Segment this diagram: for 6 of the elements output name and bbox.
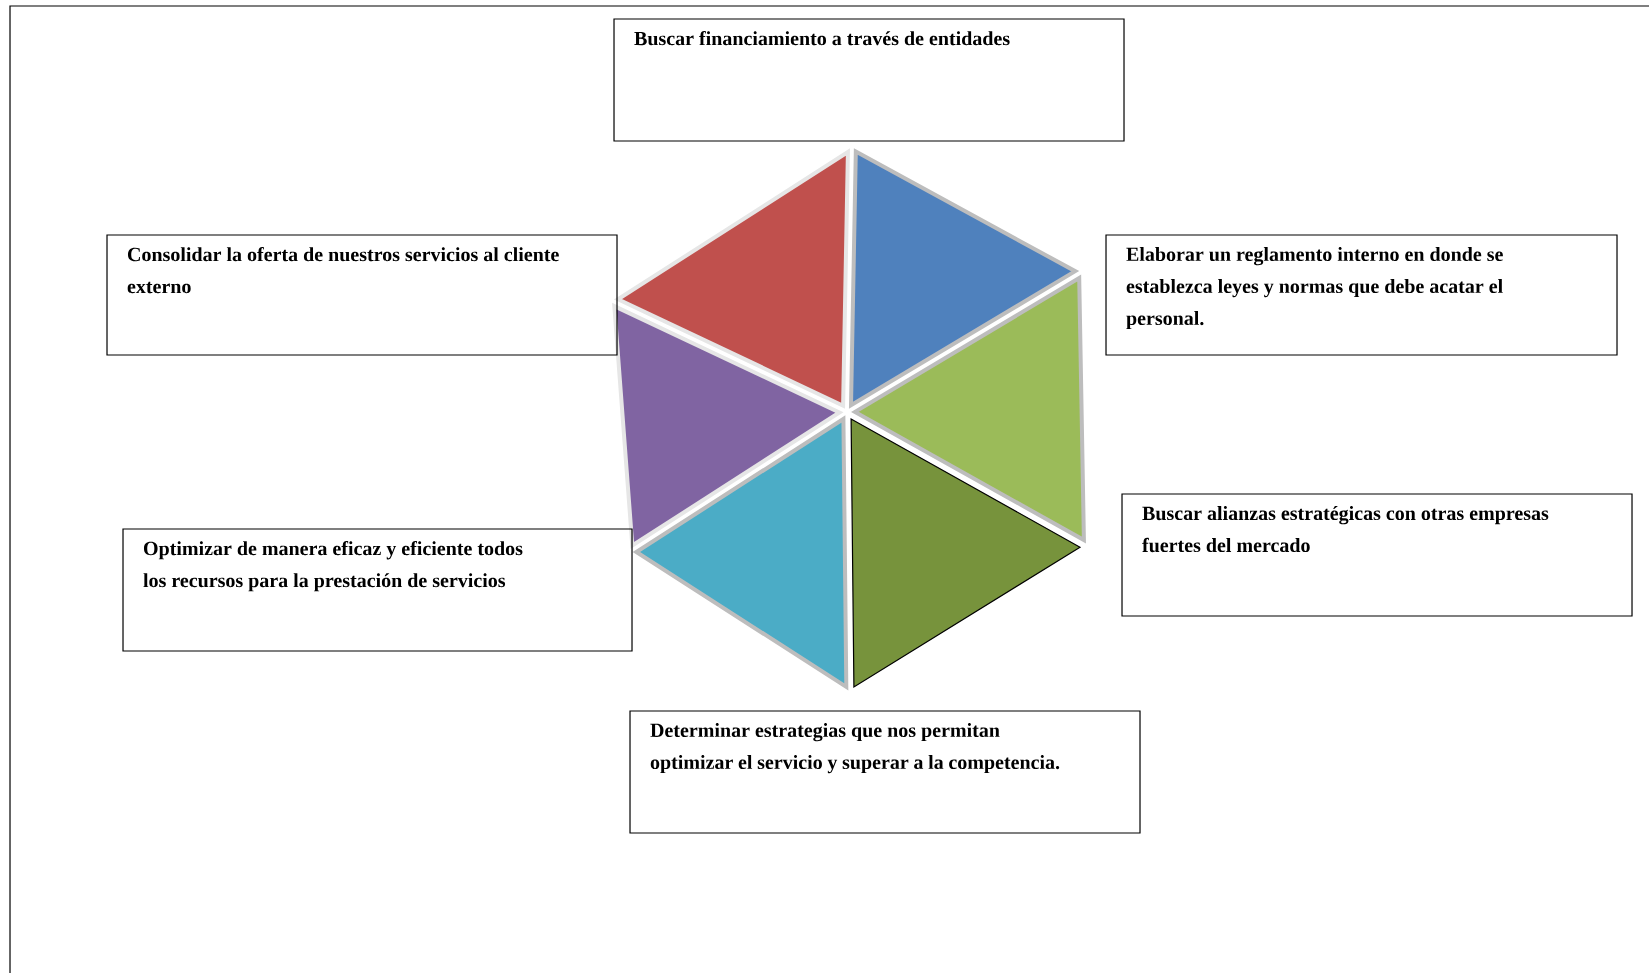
text-box: Elaborar un reglamento interno en donde se establezca leyes y normas que debe acatar el personal.	[1105, 234, 1618, 356]
text-box: Consolidar la oferta de nuestros servicios al cliente externo	[106, 234, 618, 356]
text-box: Buscar financiamiento a través de entidades	[613, 18, 1125, 142]
text-box: Buscar alianzas estratégicas con otras empresas fuertes del mercado	[1121, 493, 1633, 617]
text-box: Optimizar de manera eficaz y eficiente todos los recursos para la prestación de servicios	[122, 528, 633, 652]
text-box: Determinar estrategias que nos permitan optimizar el servicio y superar a la competencia.	[629, 710, 1141, 834]
